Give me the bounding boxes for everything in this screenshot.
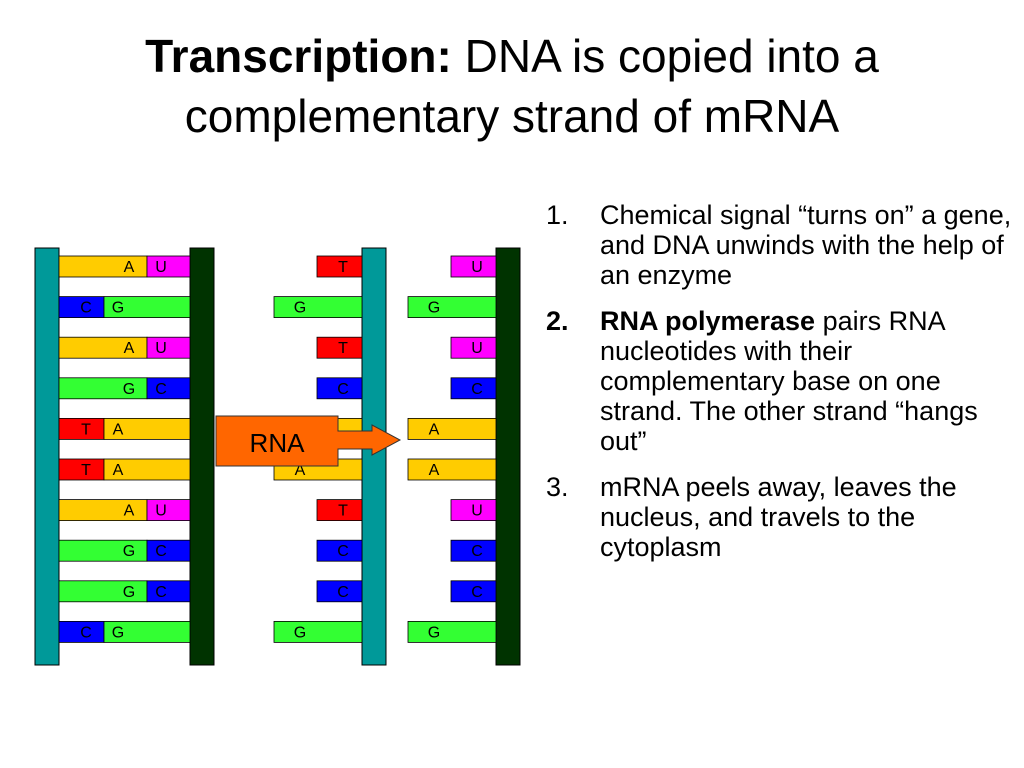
step-text: RNA polymerase pairs RNA nucleotides wit… — [600, 306, 1016, 456]
base-label: U — [155, 259, 167, 276]
base-label: U — [155, 340, 167, 357]
base-label: A — [113, 462, 124, 479]
base-label: C — [80, 300, 92, 317]
base-bar-U — [450, 255, 497, 278]
step-text: mRNA peels away, leaves the nucleus, and… — [600, 472, 957, 562]
base-label: C — [471, 381, 483, 398]
base-bar-U — [450, 336, 497, 359]
step-2: 2. RNA polymerase pairs RNA nucleotides … — [546, 306, 1016, 456]
base-label: A — [124, 340, 135, 357]
base-label: C — [337, 543, 349, 560]
step-bold-term: RNA polymerase — [600, 306, 816, 336]
base-bar-T — [316, 499, 363, 522]
base-bar-G — [103, 621, 191, 643]
title-line-2: complementary strand of mRNA — [184, 90, 840, 142]
base-bar-T — [316, 255, 363, 278]
base-label: U — [471, 503, 483, 520]
base-bar-U — [146, 336, 191, 359]
base-label: A — [113, 421, 124, 438]
base-label: G — [428, 624, 440, 641]
base-bar-G — [103, 296, 191, 319]
base-label: U — [471, 340, 483, 357]
rna-arrow-label: RNA — [250, 428, 306, 458]
title-line-1: Transcription: DNA is copied into a — [0, 26, 1024, 86]
slide-title: Transcription: DNA is copied into a comp… — [0, 26, 1024, 146]
base-bar-A — [407, 417, 497, 440]
base-bar-U — [146, 499, 191, 522]
base-label: A — [124, 259, 135, 276]
base-bar-C — [450, 580, 497, 603]
step-number: 2. — [546, 306, 569, 336]
base-label: U — [155, 503, 167, 520]
base-bar-G — [407, 296, 497, 319]
base-bar-C — [450, 377, 497, 400]
step-number: 3. — [546, 472, 569, 502]
base-bar-U — [146, 255, 191, 278]
step-1: 1. Chemical signal “turns on” a gene, an… — [546, 200, 1016, 290]
base-bar-C — [146, 580, 191, 603]
base-label: T — [338, 503, 348, 520]
title-line1-rest: DNA is copied into a — [451, 30, 879, 82]
base-label: A — [429, 462, 440, 479]
step-text-rest: pairs RNA nucleotides with their complem… — [600, 306, 978, 456]
base-bar-C — [146, 539, 191, 562]
rna-arrow — [215, 415, 402, 467]
step-3: 3. mRNA peels away, leaves the nucleus, … — [546, 472, 1016, 562]
base-label: T — [81, 421, 91, 438]
title-bold: Transcription: — [145, 30, 452, 82]
base-label: A — [429, 421, 440, 438]
base-label: C — [337, 584, 349, 601]
base-label: C — [337, 381, 349, 398]
base-label: A — [295, 462, 306, 479]
base-label: T — [338, 259, 348, 276]
dna-backbone-right — [189, 247, 215, 666]
base-label: G — [112, 300, 124, 317]
base-label: G — [123, 543, 135, 560]
base-bar-C — [316, 580, 363, 603]
base-label: G — [112, 624, 124, 641]
base-bar-A — [103, 458, 191, 481]
base-label: A — [124, 503, 135, 520]
steps-list: 1. Chemical signal “turns on” a gene, an… — [546, 200, 1016, 578]
base-label: G — [294, 624, 306, 641]
base-label: C — [80, 624, 92, 641]
base-label: G — [123, 381, 135, 398]
base-bar-C — [316, 539, 363, 562]
dna-backbone-left — [34, 247, 60, 666]
base-label: C — [155, 381, 167, 398]
base-label: C — [471, 543, 483, 560]
base-label: G — [123, 584, 135, 601]
base-bar-C — [146, 377, 191, 400]
base-bar-T — [316, 336, 363, 359]
base-bar-A — [103, 417, 191, 440]
base-label: C — [155, 543, 167, 560]
base-label: G — [428, 300, 440, 317]
step-number: 1. — [546, 200, 569, 230]
base-label: C — [471, 584, 483, 601]
base-bar-C — [450, 539, 497, 562]
base-bar-G — [407, 621, 497, 643]
base-bar-A — [407, 458, 497, 481]
base-label: G — [294, 300, 306, 317]
rna-backbone — [495, 247, 521, 666]
base-label: T — [81, 462, 91, 479]
base-bar-U — [450, 499, 497, 522]
base-bar-G — [273, 621, 363, 643]
base-label: T — [338, 340, 348, 357]
base-label: C — [155, 584, 167, 601]
base-bar-C — [316, 377, 363, 400]
base-bar-G — [273, 296, 363, 319]
separated-dna-backbone — [361, 247, 387, 666]
step-text: Chemical signal “turns on” a gene, and D… — [600, 200, 1012, 290]
base-label: U — [471, 259, 483, 276]
